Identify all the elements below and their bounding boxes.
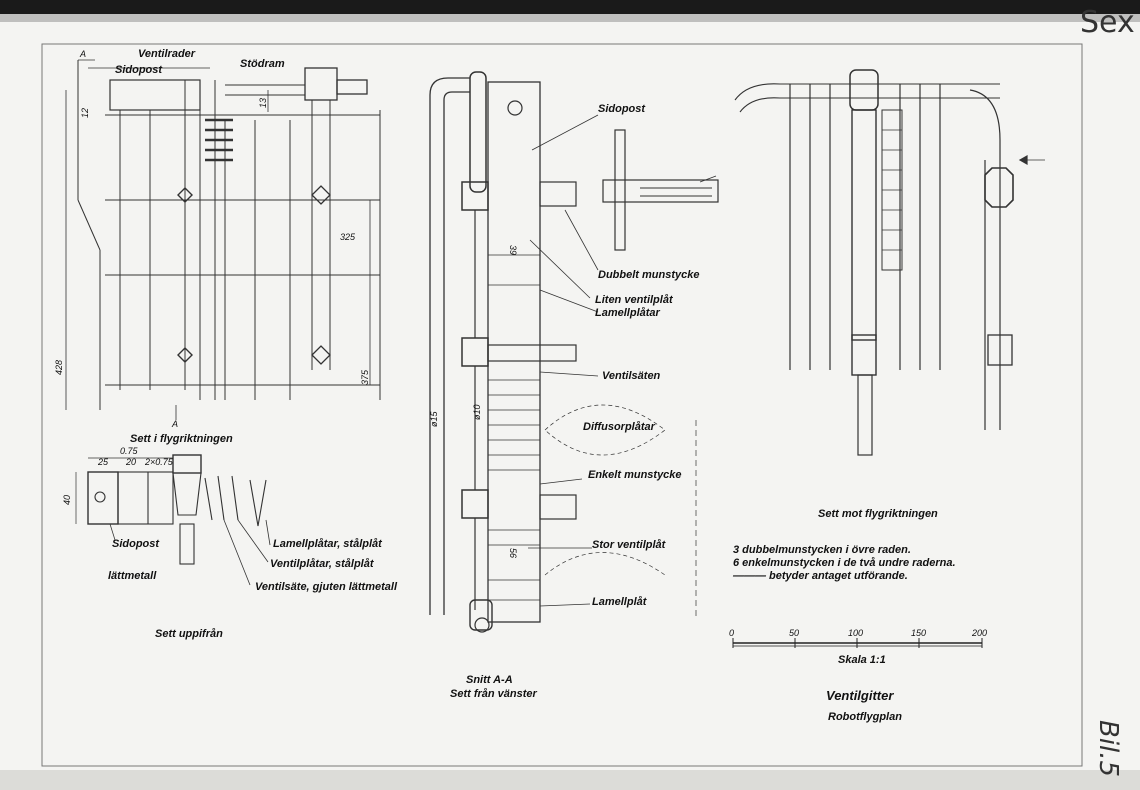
label-liten-ventilplat: Liten ventilplåt [595, 294, 674, 306]
caption-sett-i-flygriktningen: Sett i flygriktningen [130, 433, 233, 445]
label-sidopost-top: Sidopost [112, 538, 160, 550]
label-ventilsaten: Ventilsäten [602, 370, 661, 382]
sheet-number: Bil.5 [1093, 720, 1123, 777]
note-line-2: 6 enkelmunstycken i de två undre raderna… [733, 557, 956, 569]
label-stodram: Stödram [240, 58, 285, 70]
label-sidopost-section: Sidopost [598, 103, 646, 115]
view-sett-uppifran [75, 454, 271, 586]
scale-tick-200: 200 [971, 628, 987, 638]
dim-2x075: 2×0.75 [144, 457, 174, 467]
dim-39: 39 [508, 245, 518, 255]
drawing-border [41, 43, 1083, 767]
dim-12: 12 [80, 108, 90, 118]
dim-428: 428 [54, 360, 64, 375]
label-stor-ventilplat: Stor ventilplåt [592, 539, 667, 551]
label-enkelt-munstycke: Enkelt munstycke [588, 469, 682, 481]
dim-325: 325 [340, 232, 356, 242]
label-lamellplat: Lamellplåt [592, 596, 648, 608]
scale-tick-150: 150 [911, 628, 926, 638]
view-snitt-a-a [429, 71, 719, 633]
label-dubbelt-munstycke: Dubbelt munstycke [598, 269, 699, 281]
dim-25: 25 [97, 457, 109, 467]
caption-sett-uppifran: Sett uppifrån [155, 628, 223, 640]
label-lamellplatar-stalplat: Lamellplåtar, stålplåt [273, 538, 383, 550]
label-lattmetall-top: lättmetall [108, 570, 157, 582]
dim-20: 20 [125, 457, 136, 467]
view-sett-mot-flygriktningen [734, 69, 1045, 456]
section-mark-top: A [79, 49, 86, 59]
dim-40: 40 [62, 495, 72, 505]
label-sidopost-left: Sidopost [115, 64, 163, 76]
label-lamellplatar-section: Lamellplåtar [595, 307, 661, 319]
scale-tick-0: 0 [729, 628, 734, 638]
view-sett-i-flygriktningen [65, 59, 381, 420]
note-line-3: ——— betyder antaget utförande. [732, 570, 908, 582]
dim-56: 56 [508, 548, 518, 558]
scale-tick-50: 50 [789, 628, 799, 638]
drawing-title: Ventilgitter [826, 688, 894, 703]
label-ventilplatar-stalplat: Ventilplåtar, stålplåt [270, 558, 375, 570]
dim-d15: ø15 [429, 410, 439, 427]
dim-075: 0.75 [120, 446, 139, 456]
caption-sett-fran-vanster: Sett från vänster [450, 688, 538, 700]
dim-13: 13 [258, 98, 268, 108]
dim-375: 375 [360, 369, 370, 385]
corner-mark: Sex [1080, 5, 1135, 40]
section-mark-bottom: A [171, 419, 178, 429]
note-line-1: 3 dubbelmunstycken i övre raden. [733, 544, 911, 556]
scale-tick-100: 100 [848, 628, 863, 638]
caption-sett-mot-flygriktningen: Sett mot flygriktningen [818, 508, 938, 520]
caption-snitt-a-a: Snitt A-A [466, 674, 513, 686]
drawing-subtitle: Robotflygplan [828, 711, 902, 723]
label-ventilsate: Ventilsäte, gjuten lättmetall [255, 581, 398, 593]
label-ventilrader: Ventilrader [138, 48, 196, 60]
scale-bar [732, 638, 983, 648]
label-diffusorplatar: Diffusorplåtar [583, 421, 656, 433]
dim-d10: ø10 [472, 404, 482, 420]
scale-caption: Skala 1:1 [838, 654, 886, 666]
